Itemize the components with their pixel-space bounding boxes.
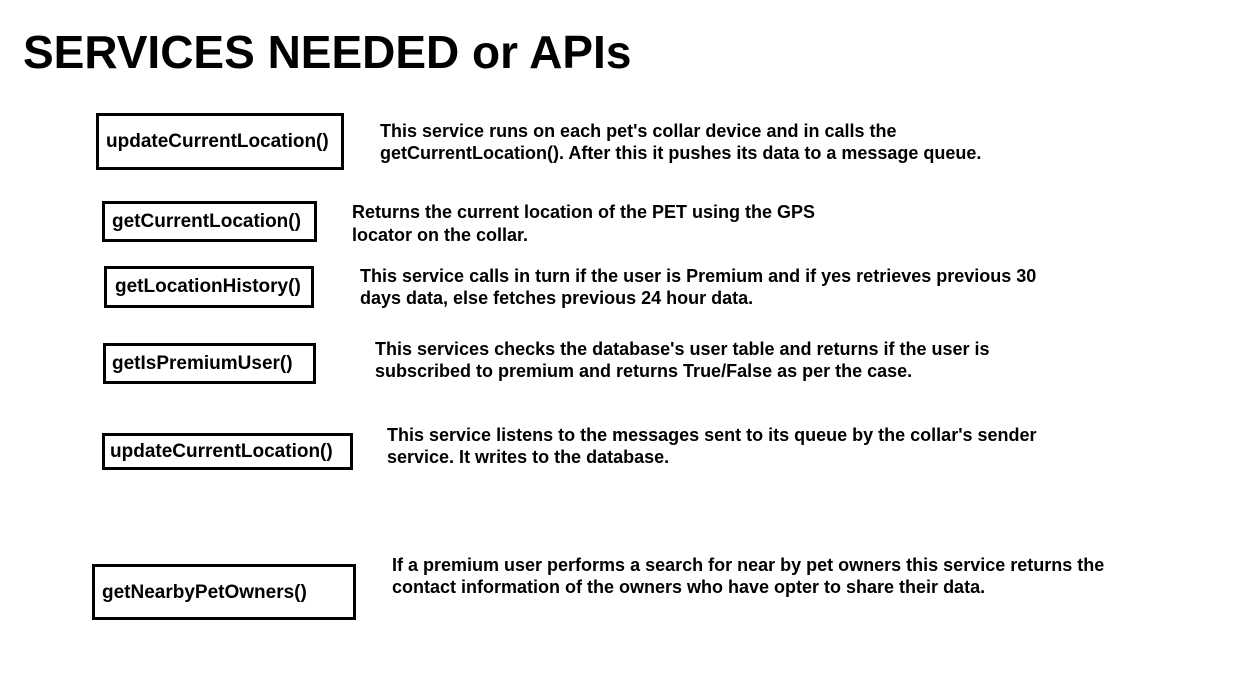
service-name: getIsPremiumUser()	[112, 352, 293, 374]
service-description-line: This service calls in turn if the user i…	[360, 266, 1037, 286]
service-description-line: This services checks the database's user…	[375, 339, 990, 359]
service-description-line: This service runs on each pet's collar d…	[380, 121, 897, 141]
service-description-line: service. It writes to the database.	[387, 447, 670, 467]
service-name: getNearbyPetOwners()	[102, 582, 307, 603]
service-description: This service listens to the messages sen…	[387, 424, 1037, 468]
service-description-line: days data, else fetches previous 24 hour…	[360, 288, 754, 308]
service-description: This service runs on each pet's collar d…	[380, 120, 981, 164]
service-description: This services checks the database's user…	[375, 338, 990, 382]
service-box-update-current-location-queue: updateCurrentLocation()	[102, 433, 353, 470]
service-description-line: Returns the current location of the PET …	[352, 202, 816, 222]
service-box-get-is-premium-user: getIsPremiumUser()	[103, 343, 316, 384]
service-box-get-current-location: getCurrentLocation()	[102, 201, 317, 242]
service-description-line: getCurrentLocation(). After this it push…	[380, 143, 982, 163]
service-box-get-nearby-pet-owners: getNearbyPetOwners()	[92, 564, 356, 620]
service-box-update-current-location-collar: updateCurrentLocation()	[96, 113, 344, 170]
service-name: getLocationHistory()	[115, 276, 301, 297]
service-description-line: If a premium user performs a search for …	[392, 555, 1105, 575]
service-name: getCurrentLocation()	[112, 210, 301, 232]
service-name: updateCurrentLocation()	[110, 440, 333, 462]
page-title: SERVICES NEEDED or APIs	[23, 26, 632, 78]
service-name: updateCurrentLocation()	[106, 130, 329, 152]
service-description: If a premium user performs a search for …	[392, 554, 1104, 598]
service-description: Returns the current location of the PET …	[352, 201, 815, 247]
service-description-line: contact information of the owners who ha…	[392, 577, 986, 597]
service-description: This service calls in turn if the user i…	[360, 265, 1036, 309]
service-box-get-location-history: getLocationHistory()	[104, 266, 314, 308]
service-description-line: This service listens to the messages sen…	[387, 425, 1037, 445]
service-description-line: subscribed to premium and returns True/F…	[375, 361, 913, 381]
service-description-line: locator on the collar.	[352, 225, 529, 245]
